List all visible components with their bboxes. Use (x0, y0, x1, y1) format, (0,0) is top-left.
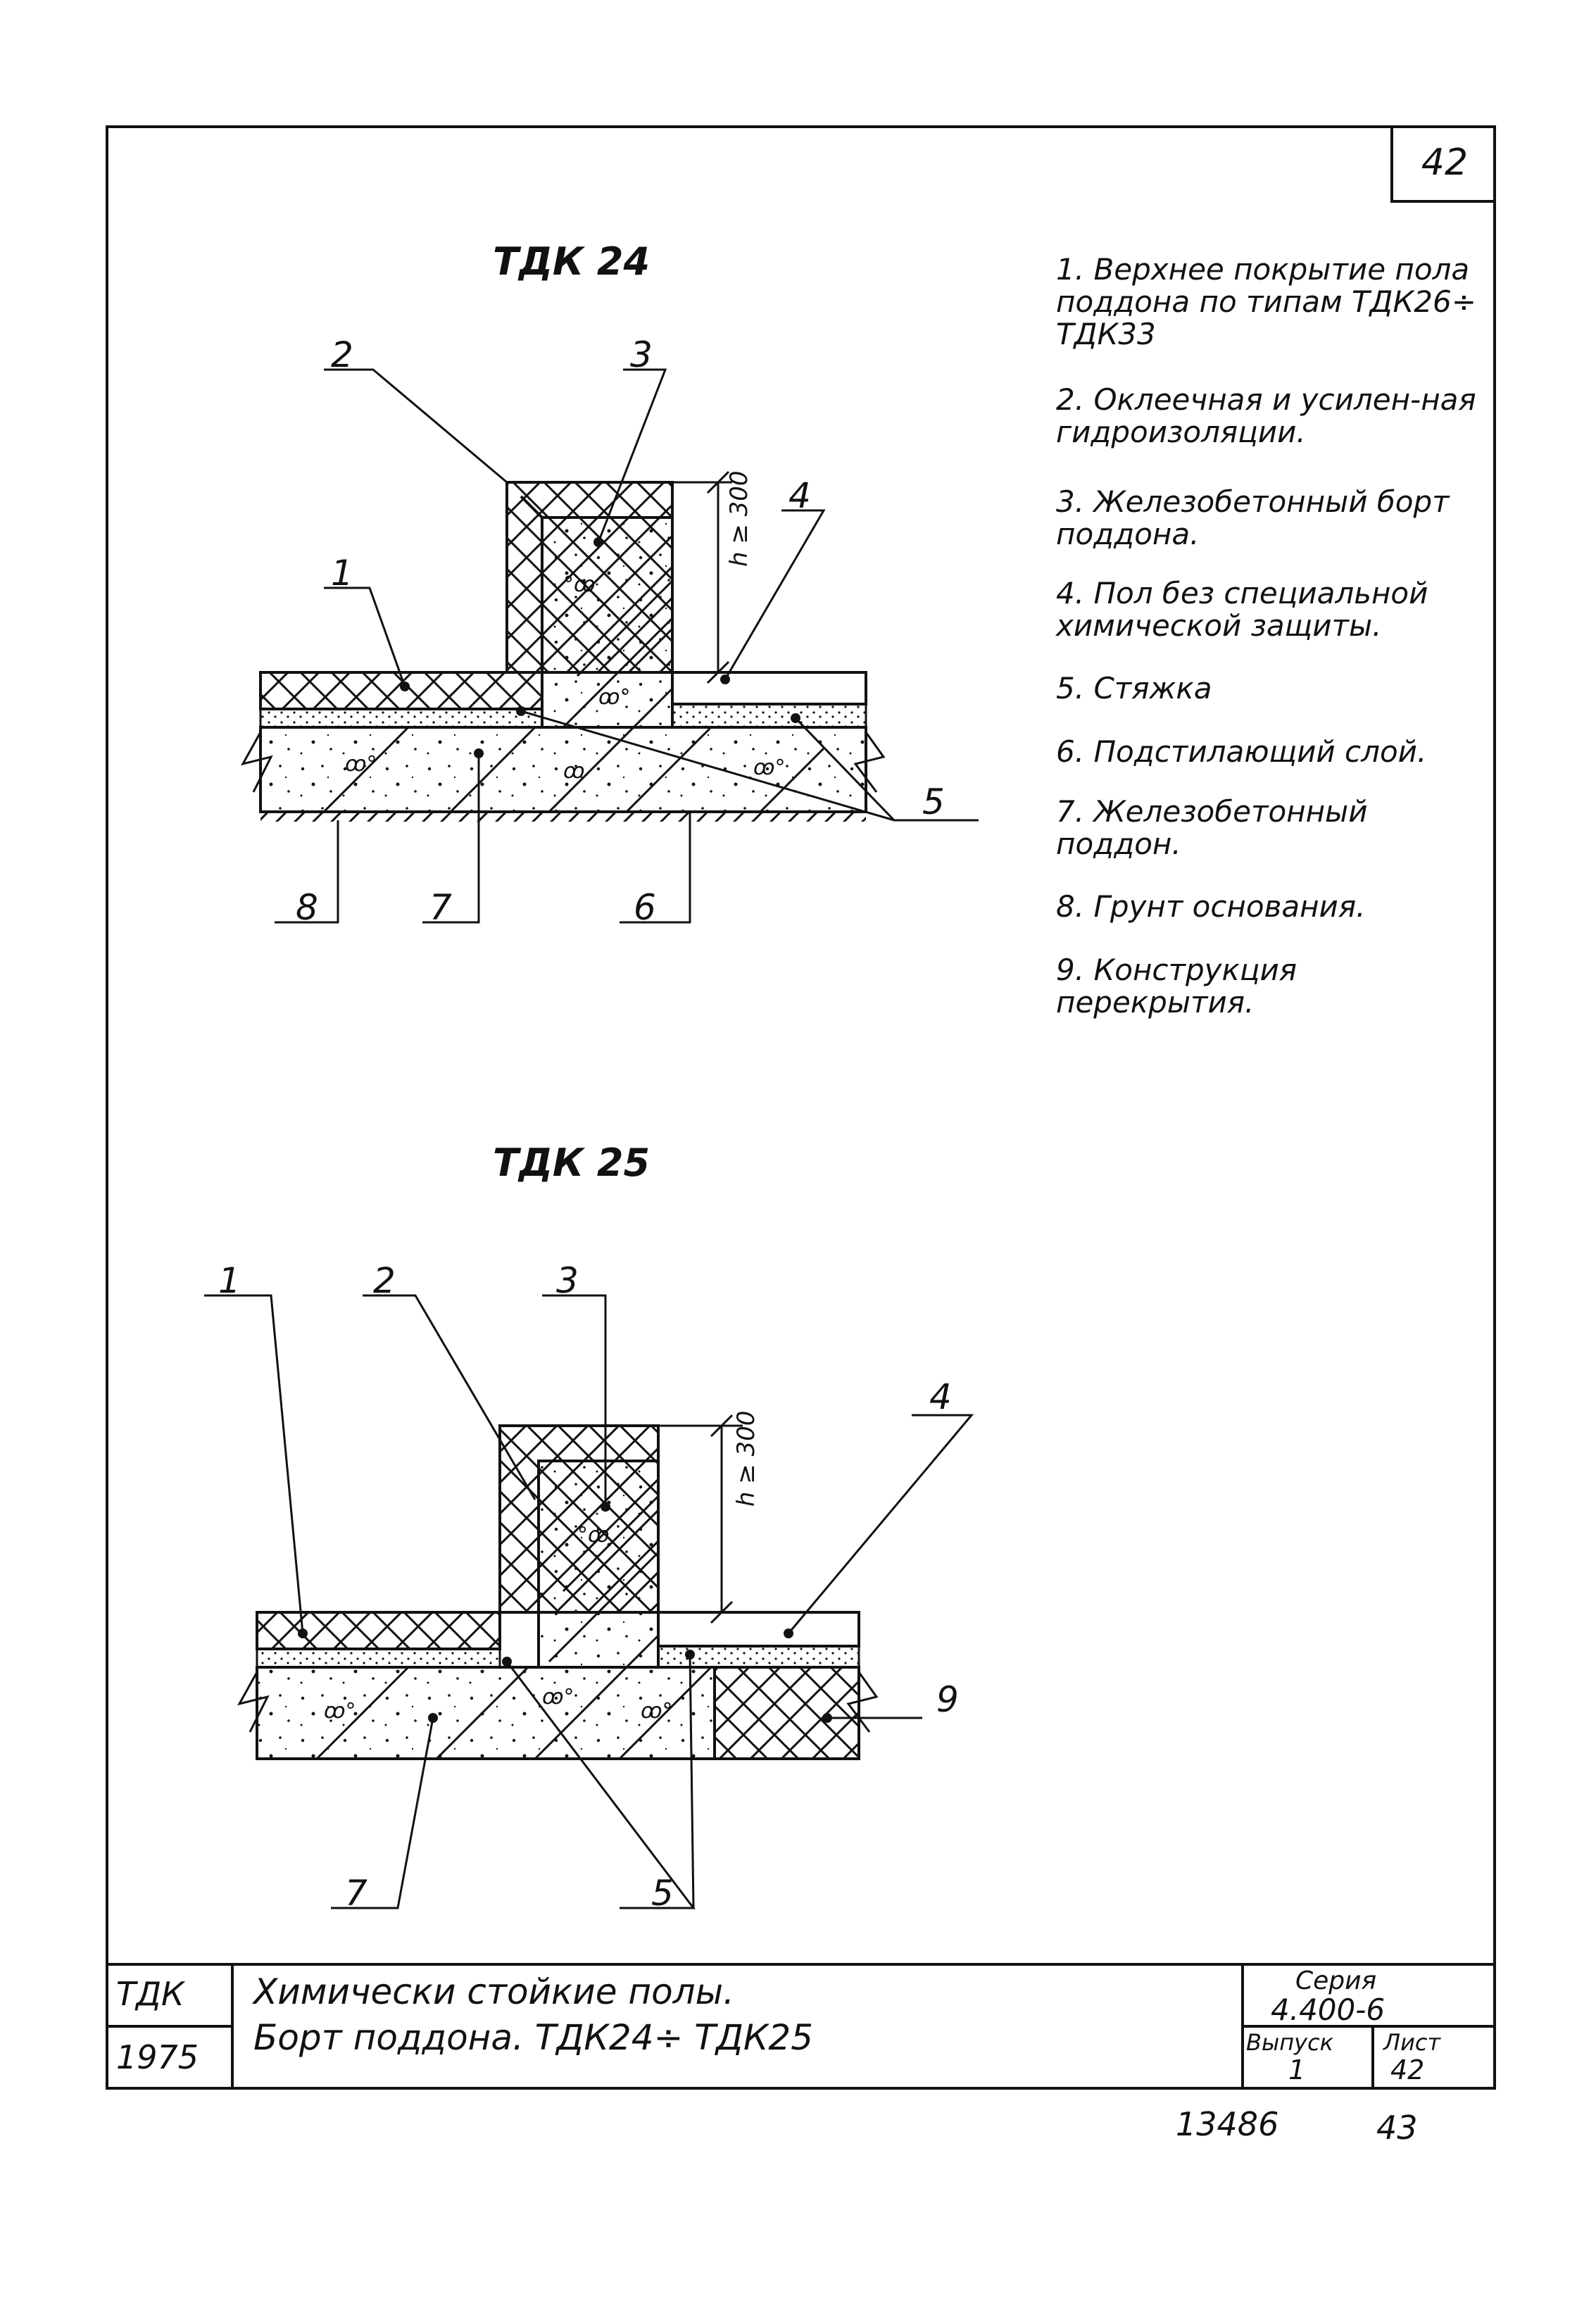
svg-text:°ꝏ: °ꝏ (577, 1523, 610, 1548)
fig1-callout-1: 1 (331, 553, 353, 594)
fig1-callout-6: 6 (634, 887, 656, 928)
title-block-series-label: Серия (1295, 1966, 1377, 1995)
drawing-frame (106, 125, 1496, 2090)
legend-item-3: 3. Железобетонный борт поддона. (1056, 484, 1450, 551)
legend-item-5: 5. Стяжка (1056, 671, 1212, 705)
legend-item-1: 1. Верхнее покрытие пола поддона по типа… (1056, 252, 1476, 351)
fig1-callout-2: 2 (331, 334, 353, 375)
legend-item-8: 8. Грунт основания. (1056, 889, 1366, 924)
footer-page-number: 43 (1376, 2109, 1418, 2147)
svg-text:ꝏ°: ꝏ° (753, 755, 786, 780)
title-block-series-value: 4.400-6 (1271, 1993, 1385, 2027)
title-block-sheet-label: Лист (1383, 2029, 1441, 2056)
title-block-issue-label: Выпуск (1246, 2029, 1333, 2056)
svg-text:ꝏ°: ꝏ° (542, 1685, 574, 1709)
svg-text:ꝏ°: ꝏ° (324, 1699, 356, 1724)
figure-tdk24: ꝏ° ꝏ ꝏ° °ꝏ ꝏ° (241, 368, 979, 924)
legend-item-4: 4. Пол без специальной химической защиты… (1056, 576, 1428, 643)
sheet-number-box: 42 (1390, 125, 1496, 203)
svg-text:°ꝏ: °ꝏ (563, 572, 596, 597)
title-block-year: 1975 (116, 2038, 199, 2076)
svg-text:ꝏ°: ꝏ° (641, 1699, 673, 1724)
svg-text:ꝏ°: ꝏ° (598, 685, 631, 710)
svg-text:ꝏ°: ꝏ° (345, 752, 377, 777)
fig1-callout-8: 8 (296, 887, 318, 928)
fig1-dimension: h ≥ 300 (725, 470, 753, 567)
fig2-callout-5: 5 (651, 1873, 674, 1914)
title-block-org: ТДК (116, 1975, 184, 2013)
fig2-callout-9: 9 (936, 1679, 959, 1720)
figure1-title: ТДК 24 (493, 239, 651, 284)
fig1-callout-4: 4 (788, 475, 811, 516)
fig2-callout-1: 1 (218, 1260, 241, 1301)
fig2-dimension: h ≥ 300 (732, 1410, 760, 1507)
figure-tdk25: ꝏ° ꝏ° ꝏ° °ꝏ (204, 1294, 974, 1909)
title-block-lines (106, 1963, 1496, 2090)
fig1-callout-5: 5 (922, 782, 945, 822)
title-block-sheet-value: 42 (1390, 2054, 1425, 2085)
legend-item-7: 7. Железобетонный поддон. (1056, 794, 1368, 861)
fig1-callout-7: 7 (429, 887, 452, 928)
fig2-callout-4: 4 (929, 1376, 952, 1417)
sheet-number: 42 (1421, 142, 1469, 184)
fig1-callout-3: 3 (630, 334, 653, 375)
title-block-title-line1: Химически стойкие полы. (253, 1971, 735, 2012)
legend-item-9: 9. Конструкция перекрытия. (1056, 953, 1297, 1019)
figure2-title: ТДК 25 (493, 1141, 651, 1185)
fig2-callout-2: 2 (373, 1260, 396, 1301)
svg-text:ꝏ: ꝏ (563, 759, 585, 784)
title-block-issue-value: 1 (1288, 2054, 1306, 2085)
legend-item-2: 2. Оклеечная и усилен-ная гидроизоляции. (1056, 382, 1476, 449)
title-block-title-line2: Борт поддона. ТДК24÷ ТДК25 (253, 2017, 814, 2058)
fig2-callout-7: 7 (345, 1873, 367, 1914)
fig2-callout-3: 3 (556, 1260, 579, 1301)
legend-item-6: 6. Подстилающий слой. (1056, 734, 1427, 769)
footer-doc-number: 13486 (1176, 2105, 1279, 2143)
